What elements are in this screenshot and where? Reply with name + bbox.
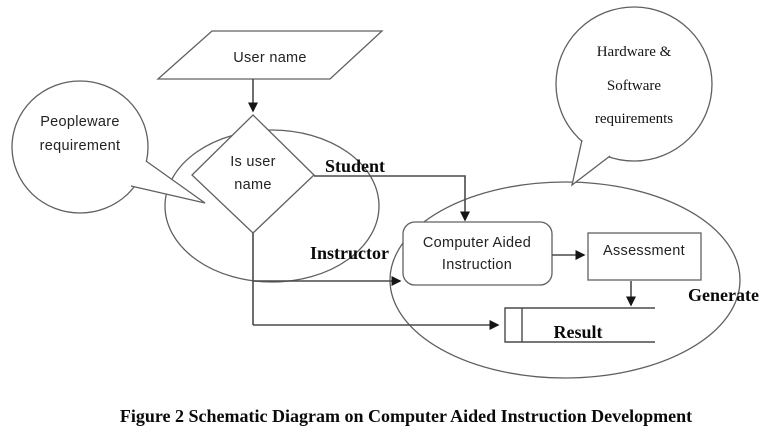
cai-box [402, 221, 553, 286]
instructor-edge-label: Instructor [310, 243, 389, 263]
peopleware-callout-line1: Peopleware [40, 114, 120, 130]
system-scope-ellipse [389, 181, 741, 379]
student-edge-label: Student [325, 156, 385, 176]
figure-caption: Figure 2 Schematic Diagram on Computer A… [120, 406, 692, 426]
hardware-callout-line1: Hardware & [597, 44, 672, 60]
result-card [504, 307, 655, 343]
assessment-label: Assessment [603, 243, 685, 259]
cai-label-line2: Instruction [442, 257, 512, 273]
decision-diamond [191, 114, 315, 234]
hardware-callout-line3: requirements [595, 111, 673, 127]
assessment-box [587, 232, 702, 281]
hardware-callout-bubble [555, 6, 713, 162]
student-path-arrow [314, 175, 470, 222]
hardware-callout-line2: Software [607, 78, 661, 94]
decision-label-line2: name [234, 177, 271, 193]
decision-label-line1: Is user [230, 154, 276, 170]
peopleware-callout-bubble [11, 80, 149, 214]
user-name-parallelogram [156, 30, 384, 80]
generate-edge-label: Generate [688, 285, 759, 305]
peopleware-callout-line2: requirement [40, 138, 121, 154]
login-scope-ellipse [164, 129, 380, 283]
hardware-callout-tail [570, 139, 611, 187]
user-name-label: User name [233, 50, 307, 66]
cai-label-line1: Computer Aided [423, 235, 531, 251]
result-label: Result [554, 322, 603, 342]
peopleware-callout-tail [130, 160, 206, 204]
